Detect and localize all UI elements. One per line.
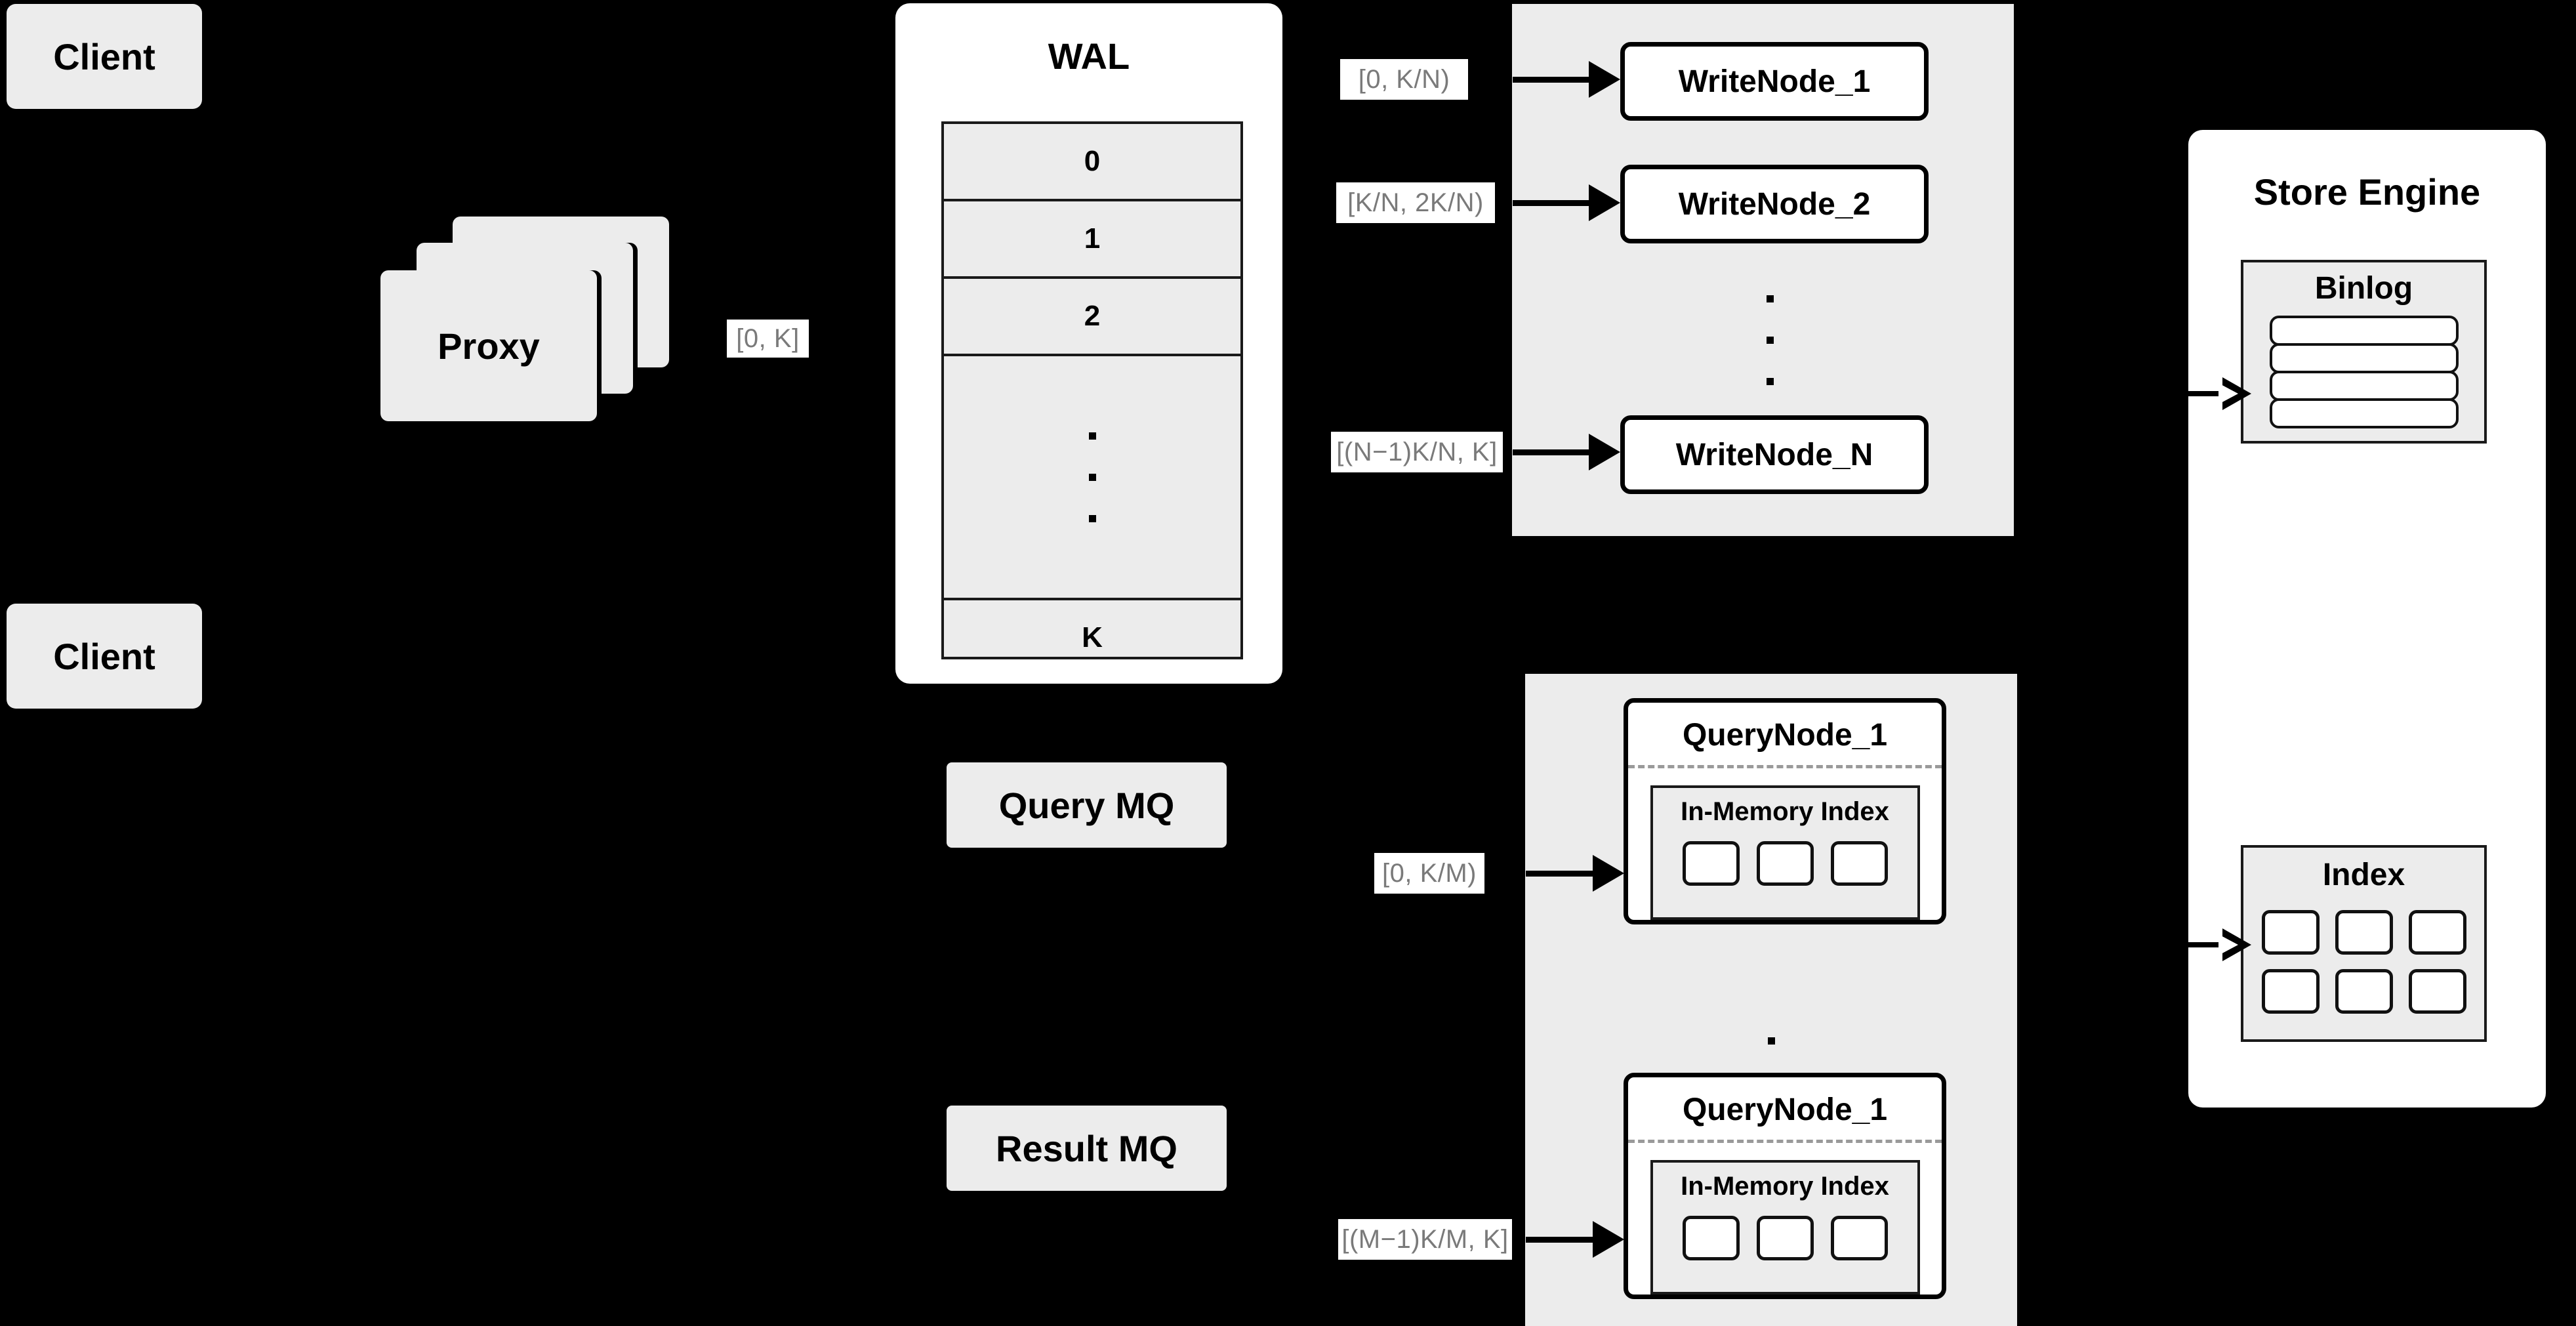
range-tag-proxy-out: [0, K]: [727, 320, 809, 358]
arrow-to-binlog: [2179, 377, 2251, 410]
query-mq-label: Query MQ: [998, 784, 1175, 826]
arrow-to-index: [2179, 928, 2251, 961]
proxy-stack[interactable]: Proxy: [380, 217, 676, 426]
result-mq-box[interactable]: Result MQ: [947, 1106, 1227, 1191]
store-engine-title: Store Engine: [2253, 171, 2481, 213]
binlog-row[interactable]: [2269, 343, 2459, 373]
arrow-shaft: [2179, 391, 2222, 396]
in-memory-index-label: In-Memory Index: [1681, 1172, 1889, 1201]
index-cell[interactable]: [2408, 910, 2466, 955]
index-cell[interactable]: [2335, 969, 2393, 1014]
write-node-1[interactable]: WriteNode_1: [1620, 42, 1929, 121]
write-node-label: WriteNode_1: [1678, 64, 1871, 99]
arrow-head-open-icon: [2218, 377, 2251, 410]
write-node-n[interactable]: WriteNode_N: [1620, 415, 1929, 494]
index-segment[interactable]: [1830, 841, 1888, 886]
range-tag-write-node-n: [(N−1)K/N, K]: [1331, 432, 1503, 472]
write-node-2[interactable]: WriteNode_2: [1620, 165, 1929, 243]
range-tag-write-node-1: [0, K/N): [1340, 59, 1468, 100]
result-mq-label: Result MQ: [996, 1127, 1177, 1169]
query-node-divider: [1628, 1140, 1942, 1143]
wal-entry[interactable]: 2: [944, 279, 1240, 356]
in-memory-index-label: In-Memory Index: [1681, 797, 1889, 826]
arrow-shaft: [1526, 870, 1593, 877]
arrow-shaft: [1526, 1236, 1593, 1243]
write-node-label: WriteNode_N: [1675, 437, 1873, 472]
in-memory-index-box: In-Memory Index: [1650, 785, 1920, 920]
query-node-1[interactable]: QueryNode_1 In-Memory Index: [1624, 698, 1946, 924]
arrow-head-icon: [1589, 184, 1620, 221]
index-box: Index: [2241, 845, 2487, 1042]
wal-entry[interactable]: K: [1082, 621, 1103, 653]
index-cell[interactable]: [2261, 910, 2320, 955]
arrow-to-query-node-m: [1526, 1220, 1624, 1258]
query-node-label: QueryNode_1: [1682, 1092, 1888, 1127]
arrow-to-write-node-n: [1513, 433, 1620, 471]
index-cell[interactable]: [2261, 969, 2320, 1014]
client-label: Client: [53, 635, 155, 677]
range-tag-query-node-1: [0, K/M): [1374, 853, 1484, 894]
arrow-head-open-icon: [2218, 928, 2251, 961]
wal-entry-table: 0 1 2 K: [941, 121, 1243, 659]
index-segment[interactable]: [1830, 1216, 1888, 1260]
arrow-shaft: [2179, 942, 2222, 947]
binlog-box: Binlog: [2241, 260, 2487, 444]
range-tag-query-node-m: [(M−1)K/M, K]: [1338, 1219, 1512, 1260]
arrow-shaft: [1513, 76, 1589, 83]
query-node-cluster: QueryNode_1 In-Memory Index QueryNode_1 …: [1525, 674, 2017, 1326]
vertical-ellipsis-icon: [1088, 415, 1096, 539]
wal-entry-ellipsis: [944, 356, 1240, 600]
arrow-head-icon: [1589, 61, 1620, 98]
arrow-head-icon: [1589, 434, 1620, 470]
client-box-1[interactable]: Client: [7, 4, 202, 109]
client-box-2[interactable]: Client: [7, 604, 202, 709]
index-cell[interactable]: [2335, 910, 2393, 955]
in-memory-index-box: In-Memory Index: [1650, 1160, 1920, 1295]
arrow-to-write-node-2: [1513, 184, 1620, 222]
arrow-shaft: [1513, 449, 1589, 455]
index-segment[interactable]: [1756, 1216, 1814, 1260]
index-segment[interactable]: [1682, 1216, 1740, 1260]
client-label: Client: [53, 35, 155, 77]
query-node-label: QueryNode_1: [1682, 718, 1888, 753]
index-title: Index: [2322, 858, 2405, 892]
binlog-row[interactable]: [2269, 398, 2459, 428]
query-node-m[interactable]: QueryNode_1 In-Memory Index: [1624, 1073, 1946, 1299]
arrow-to-query-node-1: [1526, 854, 1624, 892]
binlog-title: Binlog: [2314, 271, 2413, 306]
range-tag-write-node-2: [K/N, 2K/N): [1336, 182, 1495, 223]
arrow-head-icon: [1593, 1221, 1624, 1258]
proxy-label: Proxy: [438, 325, 540, 367]
binlog-row[interactable]: [2269, 371, 2459, 401]
binlog-row[interactable]: [2269, 316, 2459, 346]
write-node-label: WriteNode_2: [1678, 186, 1871, 222]
index-cell[interactable]: [2408, 969, 2466, 1014]
arrow-shaft: [1513, 199, 1589, 206]
arrow-to-write-node-1: [1513, 60, 1620, 98]
index-segment[interactable]: [1682, 841, 1740, 886]
query-node-divider: [1628, 765, 1942, 768]
index-segment[interactable]: [1756, 841, 1814, 886]
query-mq-box[interactable]: Query MQ: [947, 762, 1227, 848]
arrow-head-icon: [1593, 855, 1624, 892]
wal-panel: WAL 0 1 2 K: [895, 3, 1282, 684]
wal-entry[interactable]: 1: [944, 201, 1240, 279]
write-cluster-ellipsis-icon: [1767, 278, 1774, 402]
proxy-card-front[interactable]: Proxy: [380, 270, 597, 421]
wal-title: WAL: [1048, 35, 1130, 77]
wal-entry[interactable]: 0: [944, 124, 1240, 201]
